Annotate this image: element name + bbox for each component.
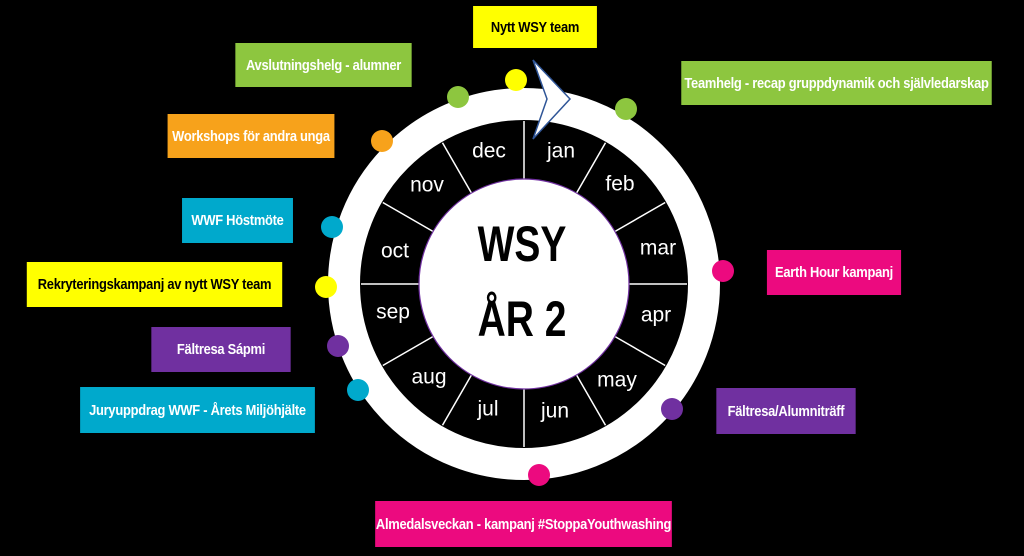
event-label: Teamhelg - recap gruppdynamik och självl…	[684, 74, 989, 92]
month-mar: mar	[640, 237, 676, 260]
event-teamhelg: Teamhelg - recap gruppdynamik och självl…	[681, 61, 992, 105]
dot-workshops	[371, 130, 393, 152]
month-jan: jan	[546, 140, 575, 163]
event-label: Rekryteringskampanj av nytt WSY team	[37, 276, 272, 293]
month-jul: jul	[476, 398, 498, 421]
event-workshops: Workshops för andra unga	[167, 114, 335, 158]
month-feb: feb	[605, 173, 634, 196]
outer-ring	[328, 88, 720, 480]
dot-juryuppdrag	[347, 379, 369, 401]
dot-faltresa-alumni	[661, 398, 683, 420]
event-almedalsveckan: Almedalsveckan - kampanj #StoppaYouthwas…	[375, 501, 672, 547]
dot-almedalsveckan	[528, 464, 550, 486]
month-oct: oct	[381, 240, 409, 263]
start-arrow-icon	[532, 59, 572, 140]
event-juryuppdrag: Juryuppdrag WWF - Årets Miljöhjälte	[80, 387, 315, 433]
center-title-line2: ÅR 2	[478, 290, 567, 347]
month-may: may	[597, 369, 637, 392]
event-label: Avslutningshelg - alumner	[245, 56, 402, 74]
center-title-line1: WSY	[478, 215, 567, 272]
month-nov: nov	[410, 174, 444, 197]
event-wwf-hostmote: WWF Höstmöte	[182, 198, 293, 243]
month-jun: jun	[540, 400, 569, 423]
dot-faltresa-sapmi	[327, 335, 349, 357]
event-label: Fältresa Sápmi	[176, 341, 266, 358]
dot-teamhelg	[615, 98, 637, 120]
event-nytt-wsy-team: Nytt WSY team	[473, 6, 597, 48]
event-avslutningshelg: Avslutningshelg - alumner	[235, 43, 412, 87]
event-label: Almedalsveckan - kampanj #StoppaYouthwas…	[375, 515, 672, 533]
event-rekrytering: Rekryteringskampanj av nytt WSY team	[26, 262, 283, 307]
event-faltresa-sapmi: Fältresa Sápmi	[151, 327, 291, 372]
event-label: Workshops för andra unga	[172, 127, 330, 145]
dot-nytt-wsy-team	[505, 69, 527, 91]
event-label: Fältresa/Alumniträff	[727, 402, 845, 420]
dot-avslutningshelg	[447, 86, 469, 108]
event-label: Earth Hour kampanj	[775, 264, 893, 281]
dot-earth-hour	[712, 260, 734, 282]
event-earth-hour: Earth Hour kampanj	[766, 250, 902, 295]
month-apr: apr	[641, 304, 671, 327]
event-label: Nytt WSY team	[490, 18, 580, 36]
month-aug: aug	[411, 366, 446, 389]
event-faltresa-alumni: Fältresa/Alumniträff	[716, 388, 856, 434]
dot-rekrytering	[315, 276, 337, 298]
event-label: Juryuppdrag WWF - Årets Miljöhjälte	[89, 401, 306, 419]
month-sep: sep	[376, 301, 410, 324]
month-dec: dec	[472, 140, 506, 163]
event-label: WWF Höstmöte	[191, 212, 284, 229]
dot-wwf-hostmote	[321, 216, 343, 238]
center-circle	[418, 178, 630, 390]
month-dividers	[361, 121, 687, 447]
